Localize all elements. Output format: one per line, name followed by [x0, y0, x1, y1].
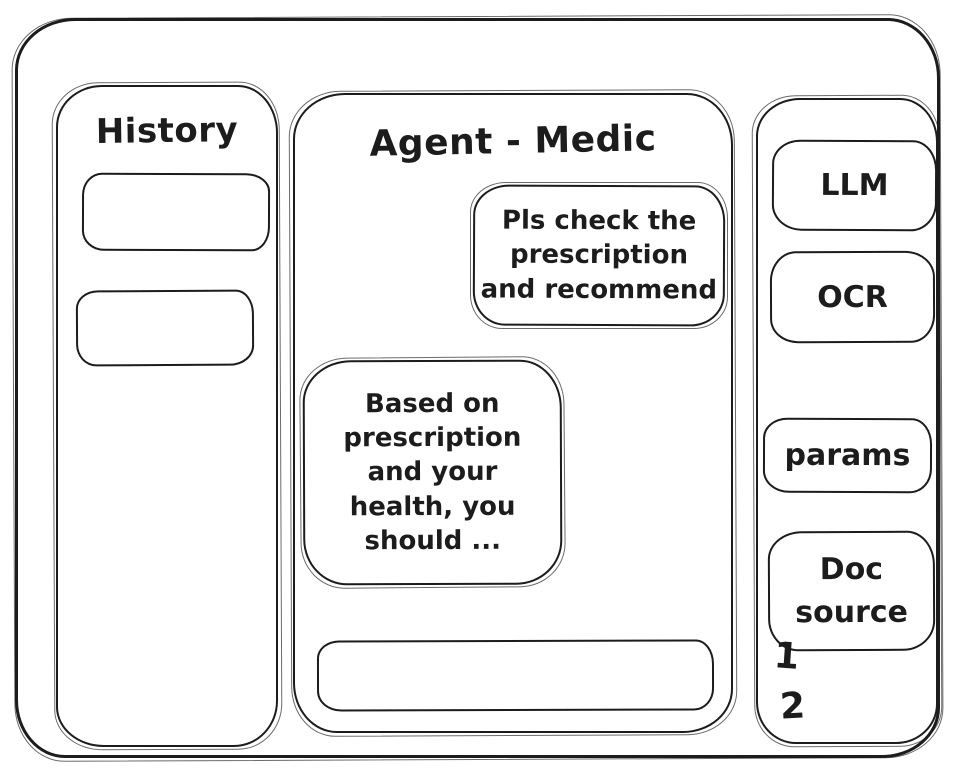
history-panel-title: History	[95, 110, 239, 152]
user-message-text: Pls check the prescription and recommend	[480, 205, 718, 306]
history-panel: History	[56, 85, 278, 747]
tool-ocr-label: OCR	[817, 279, 888, 315]
assistant-message-bubble: Based on prescription and your health, y…	[302, 359, 563, 586]
app-window-frame: History Agent - Medic Pls check the pres…	[15, 18, 940, 758]
chat-panel: Agent - Medic Pls check the prescription…	[293, 93, 733, 733]
tool-doc-source-button[interactable]: Doc source	[767, 530, 936, 652]
tool-doc-source-label: Doc source	[795, 551, 909, 631]
tool-ocr-button[interactable]: OCR	[769, 250, 936, 344]
tool-llm-label: LLM	[820, 167, 889, 204]
message-input[interactable]	[318, 641, 713, 710]
history-item[interactable]	[81, 172, 271, 252]
user-message-bubble: Pls check the prescription and recommend	[472, 184, 726, 327]
doc-source-note-1: 1	[772, 635, 801, 678]
doc-source-note-2: 2	[778, 685, 807, 728]
message-input-box	[316, 639, 715, 712]
history-item[interactable]	[75, 289, 255, 367]
chat-panel-title: Agent - Medic	[369, 118, 657, 165]
tool-llm-button[interactable]: LLM	[771, 139, 938, 232]
assistant-message-text: Based on prescription and your health, y…	[343, 388, 522, 557]
tools-panel: LLM OCR params Doc source 1 2	[756, 98, 938, 744]
tool-params-button[interactable]: params	[762, 417, 933, 494]
tool-params-label: params	[784, 437, 911, 474]
